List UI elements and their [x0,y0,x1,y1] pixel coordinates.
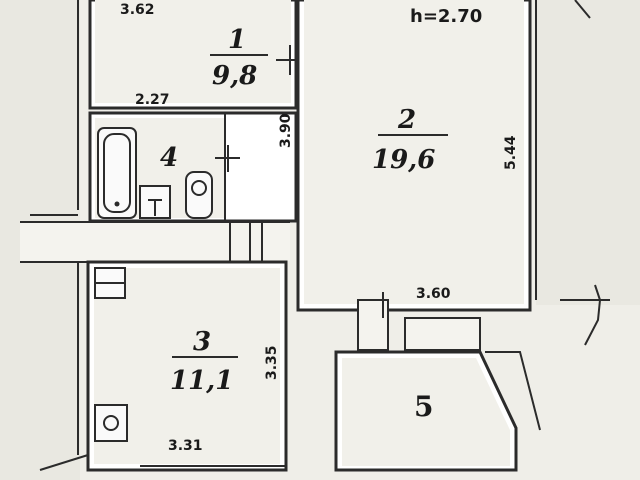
room-3-width-label: 3.31 [168,438,203,454]
room-1-number: 1 [228,25,246,55]
room-3-number: 3 [193,327,211,357]
room-4-number: 4 [160,143,178,173]
room-1-height-label: 3.90 [278,113,294,148]
bath-width-label: 2.27 [135,92,170,108]
ceiling-height-label: h=2.70 [410,6,482,27]
room-2-area: 19,6 [372,145,435,175]
room-3-area: 11,1 [170,366,233,396]
room-1-width-label: 3.62 [120,2,155,18]
stove-icon [94,404,128,442]
room-5-number: 5 [414,390,433,423]
room-2-width-label: 3.60 [416,286,451,302]
room-5 [334,350,541,472]
room-4 [88,111,298,223]
room-3 [86,260,288,472]
room-1-area: 9,8 [212,61,257,91]
room-2 [296,0,640,346]
room-3-height-label: 3.35 [264,345,280,380]
room-2-height-label: 5.44 [503,135,519,170]
room-2-number: 2 [397,105,416,135]
